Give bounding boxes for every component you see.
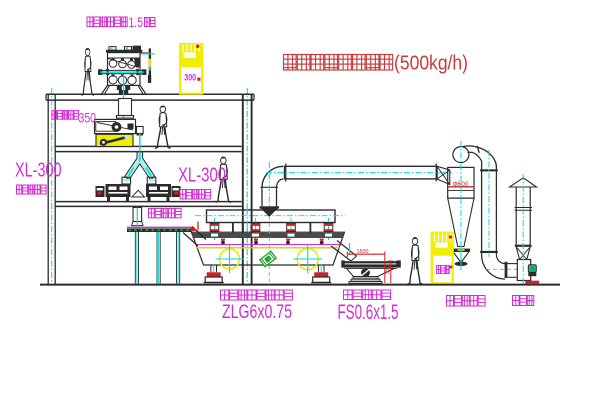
svg-text:(500kg/h): (500kg/h) bbox=[394, 53, 468, 75]
svg-text:350: 350 bbox=[385, 265, 391, 274]
svg-text:FS0.6x1.5: FS0.6x1.5 bbox=[338, 301, 399, 324]
svg-text:XL-300: XL-300 bbox=[15, 159, 62, 181]
svg-text:300: 300 bbox=[184, 73, 196, 84]
svg-text:350: 350 bbox=[79, 110, 97, 126]
svg-text:1500: 1500 bbox=[357, 249, 369, 255]
svg-text:XL-300: XL-300 bbox=[178, 164, 226, 186]
svg-text:ZLG6x0.75: ZLG6x0.75 bbox=[222, 301, 292, 323]
svg-text:1.5: 1.5 bbox=[129, 15, 144, 30]
